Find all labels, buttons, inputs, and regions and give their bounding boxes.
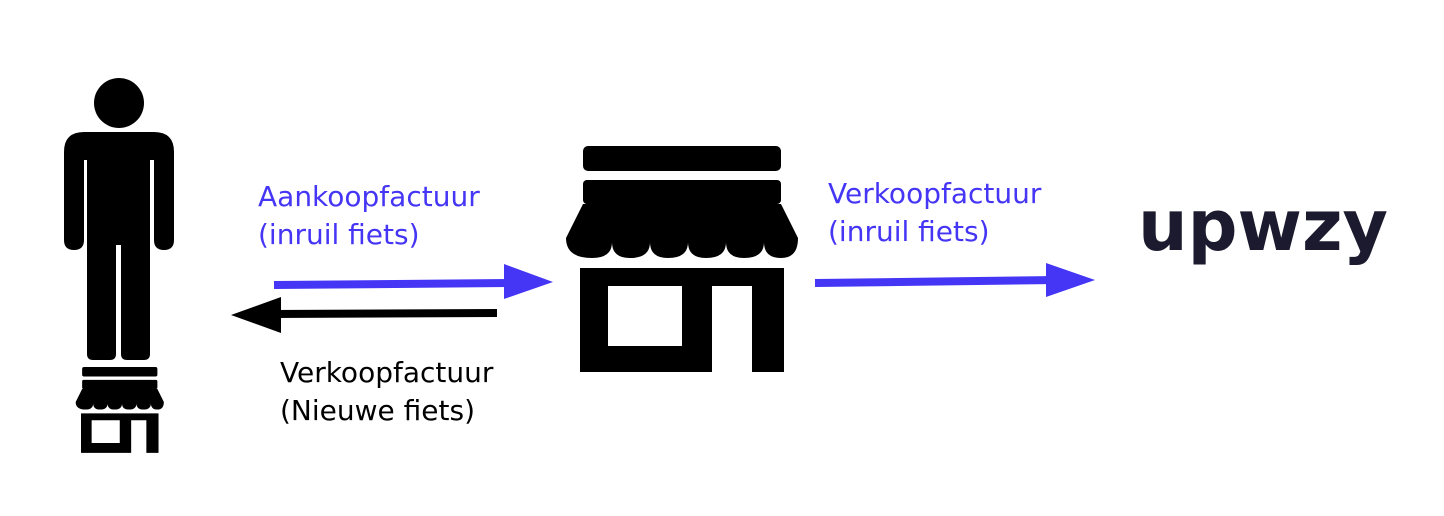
- shop-icon: [566, 146, 798, 372]
- upwzy-logo: upwzy: [1138, 185, 1388, 267]
- arrow-purchase-invoice: [273, 264, 553, 299]
- label-purchase-invoice-line1: Aankoopfactuur: [258, 180, 480, 213]
- label-sales-invoice-new: Verkoopfactuur (Nieuwe fiets): [280, 354, 493, 430]
- person-icon: [64, 78, 174, 360]
- label-sales-invoice-new-line2: (Nieuwe fiets): [280, 394, 476, 427]
- label-sales-invoice-tradein: Verkoopfactuur (inruil fiets): [828, 175, 1041, 251]
- arrow-sales-invoice-tradein: [814, 263, 1095, 297]
- label-sales-invoice-tradein-line2: (inruil fiets): [828, 215, 990, 248]
- label-purchase-invoice: Aankoopfactuur (inruil fiets): [258, 178, 480, 254]
- label-purchase-invoice-line2: (inruil fiets): [258, 218, 420, 251]
- arrow-sales-invoice-new: [231, 297, 498, 333]
- small-shop-icon: [75, 367, 164, 453]
- label-sales-invoice-tradein-line1: Verkoopfactuur: [828, 177, 1042, 210]
- label-sales-invoice-new-line1: Verkoopfactuur: [280, 356, 494, 389]
